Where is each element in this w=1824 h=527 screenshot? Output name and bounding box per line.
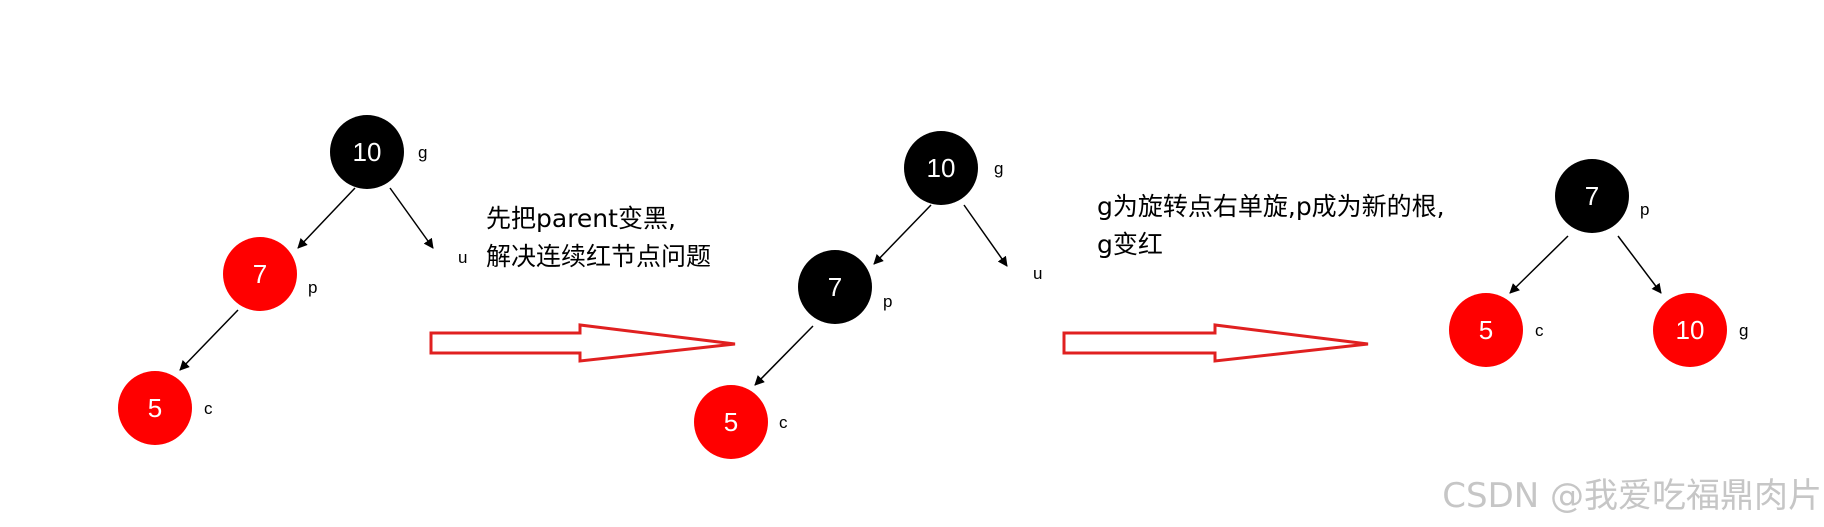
node-circle <box>1555 159 1629 233</box>
node-value: 10 <box>927 153 956 183</box>
tree-node: 7 <box>1555 159 1629 233</box>
transition-arrow-1 <box>429 323 736 363</box>
caption-step-2-line-1: g为旋转点右单旋,p成为新的根, <box>1097 192 1445 221</box>
node-value: 5 <box>1479 315 1493 345</box>
stage-2-tree: 10 g 7 p 5 c u <box>694 131 1042 459</box>
node-value: 7 <box>828 272 842 302</box>
tree-node: 7 <box>223 237 297 311</box>
tree-node: 10 <box>904 131 978 205</box>
edge-p-to-c <box>179 309 239 371</box>
caption-step-1-line-1: 先把parent变黑, <box>486 204 676 233</box>
transition-arrow-2 <box>1062 323 1369 363</box>
node-label: g <box>418 143 427 162</box>
node-value: 7 <box>253 259 267 289</box>
node-circle <box>1449 293 1523 367</box>
node-circle <box>904 131 978 205</box>
node-value: 5 <box>148 393 162 423</box>
node-circle <box>798 250 872 324</box>
watermark: CSDN @我爱吃福鼎肉片 <box>1442 476 1822 516</box>
tree-node: 5 <box>1449 293 1523 367</box>
node-label: c <box>1535 321 1544 340</box>
caption-step-1: 先把parent变黑, 解决连续红节点问题 <box>486 200 711 276</box>
edge-p-to-c <box>1509 235 1569 294</box>
caption-step-2: g为旋转点右单旋,p成为新的根, g变红 <box>1097 188 1445 264</box>
tree-node: 5 <box>118 371 192 445</box>
stage-3-tree: 7 p 5 c 10 g <box>1449 159 1748 367</box>
node-label: g <box>994 159 1003 178</box>
tree-node: 5 <box>694 385 768 459</box>
node-label: c <box>204 399 213 418</box>
node-value: 5 <box>724 407 738 437</box>
edge-g-to-u <box>963 204 1008 267</box>
node-value: 10 <box>353 137 382 167</box>
node-label: p <box>308 278 317 297</box>
node-label: g <box>1739 321 1748 340</box>
caption-step-2-line-2: g变红 <box>1097 230 1163 259</box>
edge-p-to-g <box>1617 235 1662 294</box>
stage-1-tree: 10 g 7 p 5 c u <box>118 115 467 445</box>
uncle-label: u <box>458 248 467 267</box>
node-label: c <box>779 413 788 432</box>
tree-node: 7 <box>798 250 872 324</box>
tree-node: 10 <box>1653 293 1727 367</box>
tree-node: 10 <box>330 115 404 189</box>
edge-g-to-u <box>389 187 434 249</box>
node-circle <box>694 385 768 459</box>
node-circle <box>118 371 192 445</box>
uncle-label: u <box>1033 264 1042 283</box>
node-value: 7 <box>1585 181 1599 211</box>
node-circle <box>1653 293 1727 367</box>
node-value: 10 <box>1676 315 1705 345</box>
edge-g-to-p <box>873 204 932 265</box>
edge-p-to-c <box>754 325 814 386</box>
node-label: p <box>883 292 892 311</box>
node-circle <box>223 237 297 311</box>
edge-g-to-p <box>297 187 356 249</box>
node-circle <box>330 115 404 189</box>
caption-step-1-line-2: 解决连续红节点问题 <box>486 242 712 271</box>
node-label: p <box>1640 200 1649 219</box>
